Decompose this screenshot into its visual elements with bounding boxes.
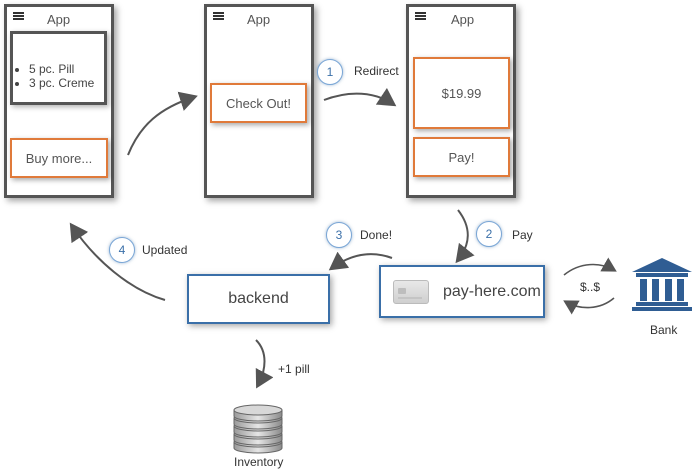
step-label-updated: Updated [142, 243, 188, 257]
app-title: App [47, 12, 71, 27]
arrow-from-bank [563, 297, 615, 315]
price-display: $19.99 [413, 57, 510, 129]
arrow-to-bank [563, 257, 617, 276]
step-badge-2: 2 [476, 221, 502, 247]
credit-card-icon [393, 279, 429, 304]
step-label-redirect: Redirect [354, 64, 399, 78]
app-screen-payment: App $19.99 Pay! [406, 4, 516, 198]
payment-service-label: pay-here.com [443, 282, 541, 300]
inventory-update-label: +1 pill [278, 362, 310, 376]
cart-item: 5 pc. Pill [29, 62, 104, 76]
arrow-inventory [255, 339, 274, 389]
step-badge-1: 1 [317, 59, 343, 85]
step-label-pay: Pay [512, 228, 533, 242]
bank-exchange-label: $..$ [580, 280, 601, 294]
cart-item: 3 pc. Creme [29, 76, 104, 90]
payment-service-box: pay-here.com [379, 265, 545, 318]
arrow-app-to-checkout [127, 91, 198, 156]
cart-list: 5 pc. Pill 3 pc. Creme [10, 31, 107, 105]
step-badge-3: 3 [326, 222, 352, 248]
step-badge-4: 4 [109, 237, 135, 263]
menu-icon[interactable] [213, 12, 224, 20]
database-icon [233, 404, 283, 454]
app-title: App [451, 12, 475, 27]
app-screen-checkout: App Check Out! [204, 4, 314, 198]
backend-label: backend [228, 290, 289, 307]
menu-icon[interactable] [13, 12, 24, 20]
bank-icon [632, 258, 692, 311]
backend-box: backend [187, 274, 330, 324]
arrow-redirect [323, 87, 397, 107]
arrow-pay [455, 209, 475, 264]
bank-label: Bank [650, 323, 678, 337]
buy-more-button[interactable]: Buy more... [10, 138, 108, 178]
menu-icon[interactable] [415, 12, 426, 20]
step-label-done: Done! [360, 228, 393, 242]
checkout-button[interactable]: Check Out! [210, 83, 307, 123]
arrow-updated [69, 222, 166, 301]
arrow-done [328, 251, 393, 271]
app-screen-cart: App 5 pc. Pill 3 pc. Creme Buy more... [4, 4, 114, 198]
pay-button[interactable]: Pay! [413, 137, 510, 177]
inventory-label: Inventory [234, 455, 284, 469]
app-title: App [247, 12, 271, 27]
